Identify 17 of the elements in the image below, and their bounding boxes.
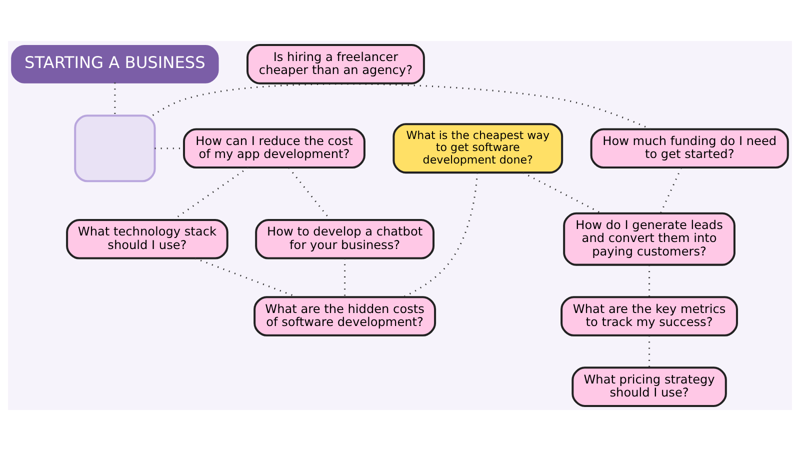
node-box [74, 114, 156, 182]
node-box: What are the key metrics to track my success? [560, 296, 738, 336]
node-box: What is the cheapest way to get software development done? [392, 122, 564, 174]
connector [173, 166, 249, 220]
connector [152, 82, 652, 130]
node-box: What are the hidden costs of software development? [254, 296, 436, 336]
connector [522, 172, 602, 214]
connector [403, 172, 478, 298]
node-box: What pricing strategy should I use? [572, 366, 727, 406]
node-box: How do I generate leads and convert them into paying customers? [563, 212, 736, 266]
node-box: How can I reduce the cost of my app development? [182, 128, 366, 168]
node-box: How to develop a chatbot for your business? [255, 218, 435, 259]
node-box: What technology stack should I use? [66, 218, 228, 259]
node-box: STARTING A BUSINESS [11, 44, 219, 83]
node-box: Is hiring a freelancer cheaper than an agency? [246, 44, 425, 84]
connector [660, 166, 682, 214]
node-box: How much funding do I need to get started? [590, 128, 789, 168]
